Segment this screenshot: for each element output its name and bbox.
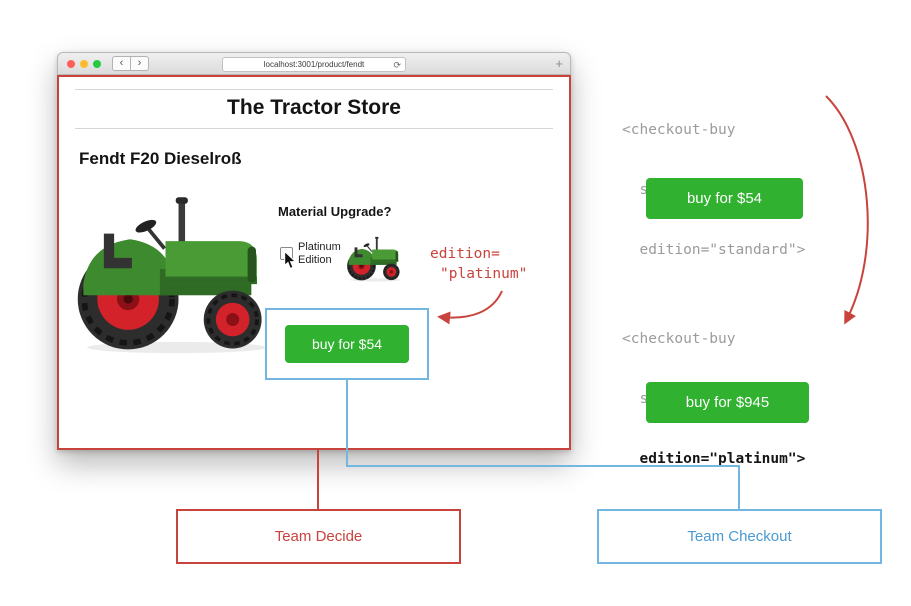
reload-icon[interactable]: ⟳ bbox=[393, 60, 401, 70]
standard-to-platinum-arrow bbox=[825, 95, 869, 325]
code-line: edition="standard"> bbox=[622, 242, 806, 258]
buy-standard-button[interactable]: buy for $54 bbox=[646, 178, 803, 219]
minimize-window-icon[interactable] bbox=[80, 59, 88, 68]
forward-icon[interactable]: › bbox=[137, 57, 142, 69]
tractor-image bbox=[77, 197, 267, 354]
platinum-thumbnail-image bbox=[346, 236, 402, 282]
top-divider bbox=[75, 89, 553, 90]
platinum-label-line2: Edition bbox=[298, 254, 332, 266]
platinum-edition-label: Platinum Edition bbox=[298, 241, 341, 267]
address-bar[interactable]: localhost:3001/product/fendt ⟳ bbox=[222, 57, 406, 72]
material-upgrade-label: Material Upgrade? bbox=[278, 204, 392, 219]
team-checkout-label: Team Checkout bbox=[687, 528, 792, 545]
page-title: The Tractor Store bbox=[227, 96, 401, 119]
team-decide-label: Team Decide bbox=[274, 528, 363, 545]
new-tab-icon[interactable]: + bbox=[555, 56, 563, 71]
platinum-label-line1: Platinum bbox=[298, 241, 341, 253]
product-name: Fendt F20 Dieselroß bbox=[79, 149, 242, 168]
back-icon[interactable]: ‹ bbox=[119, 57, 124, 69]
url-text: localhost:3001/product/fendt bbox=[263, 60, 365, 69]
close-window-icon[interactable] bbox=[67, 59, 75, 68]
nav-buttons: ‹ › bbox=[112, 56, 149, 71]
code-line-platinum: edition="platinum"> bbox=[622, 451, 806, 467]
code-line: <checkout-buy bbox=[622, 122, 736, 138]
team-decide-box: Team Decide bbox=[176, 509, 461, 564]
code-line: <checkout-buy bbox=[622, 331, 736, 347]
team-checkout-box: Team Checkout bbox=[597, 509, 882, 564]
buy-button[interactable]: buy for $54 bbox=[285, 325, 409, 363]
page-viewport: The Tractor Store Fendt F20 Dieselroß bbox=[57, 75, 571, 450]
browser-chrome: ‹ › localhost:3001/product/fendt ⟳ + bbox=[57, 52, 571, 75]
annotation-platinum-text: "platinum" bbox=[440, 266, 528, 282]
zoom-window-icon[interactable] bbox=[93, 59, 101, 68]
checkout-fragment-outline bbox=[265, 308, 429, 380]
nav-divider bbox=[130, 57, 131, 70]
browser-window: ‹ › localhost:3001/product/fendt ⟳ + The… bbox=[57, 52, 571, 450]
title-divider bbox=[75, 128, 553, 129]
traffic-lights bbox=[67, 59, 101, 68]
annotation-edition-text: edition= bbox=[430, 246, 500, 262]
cursor-icon bbox=[284, 251, 297, 269]
buy-platinum-button[interactable]: buy for $945 bbox=[646, 382, 809, 423]
